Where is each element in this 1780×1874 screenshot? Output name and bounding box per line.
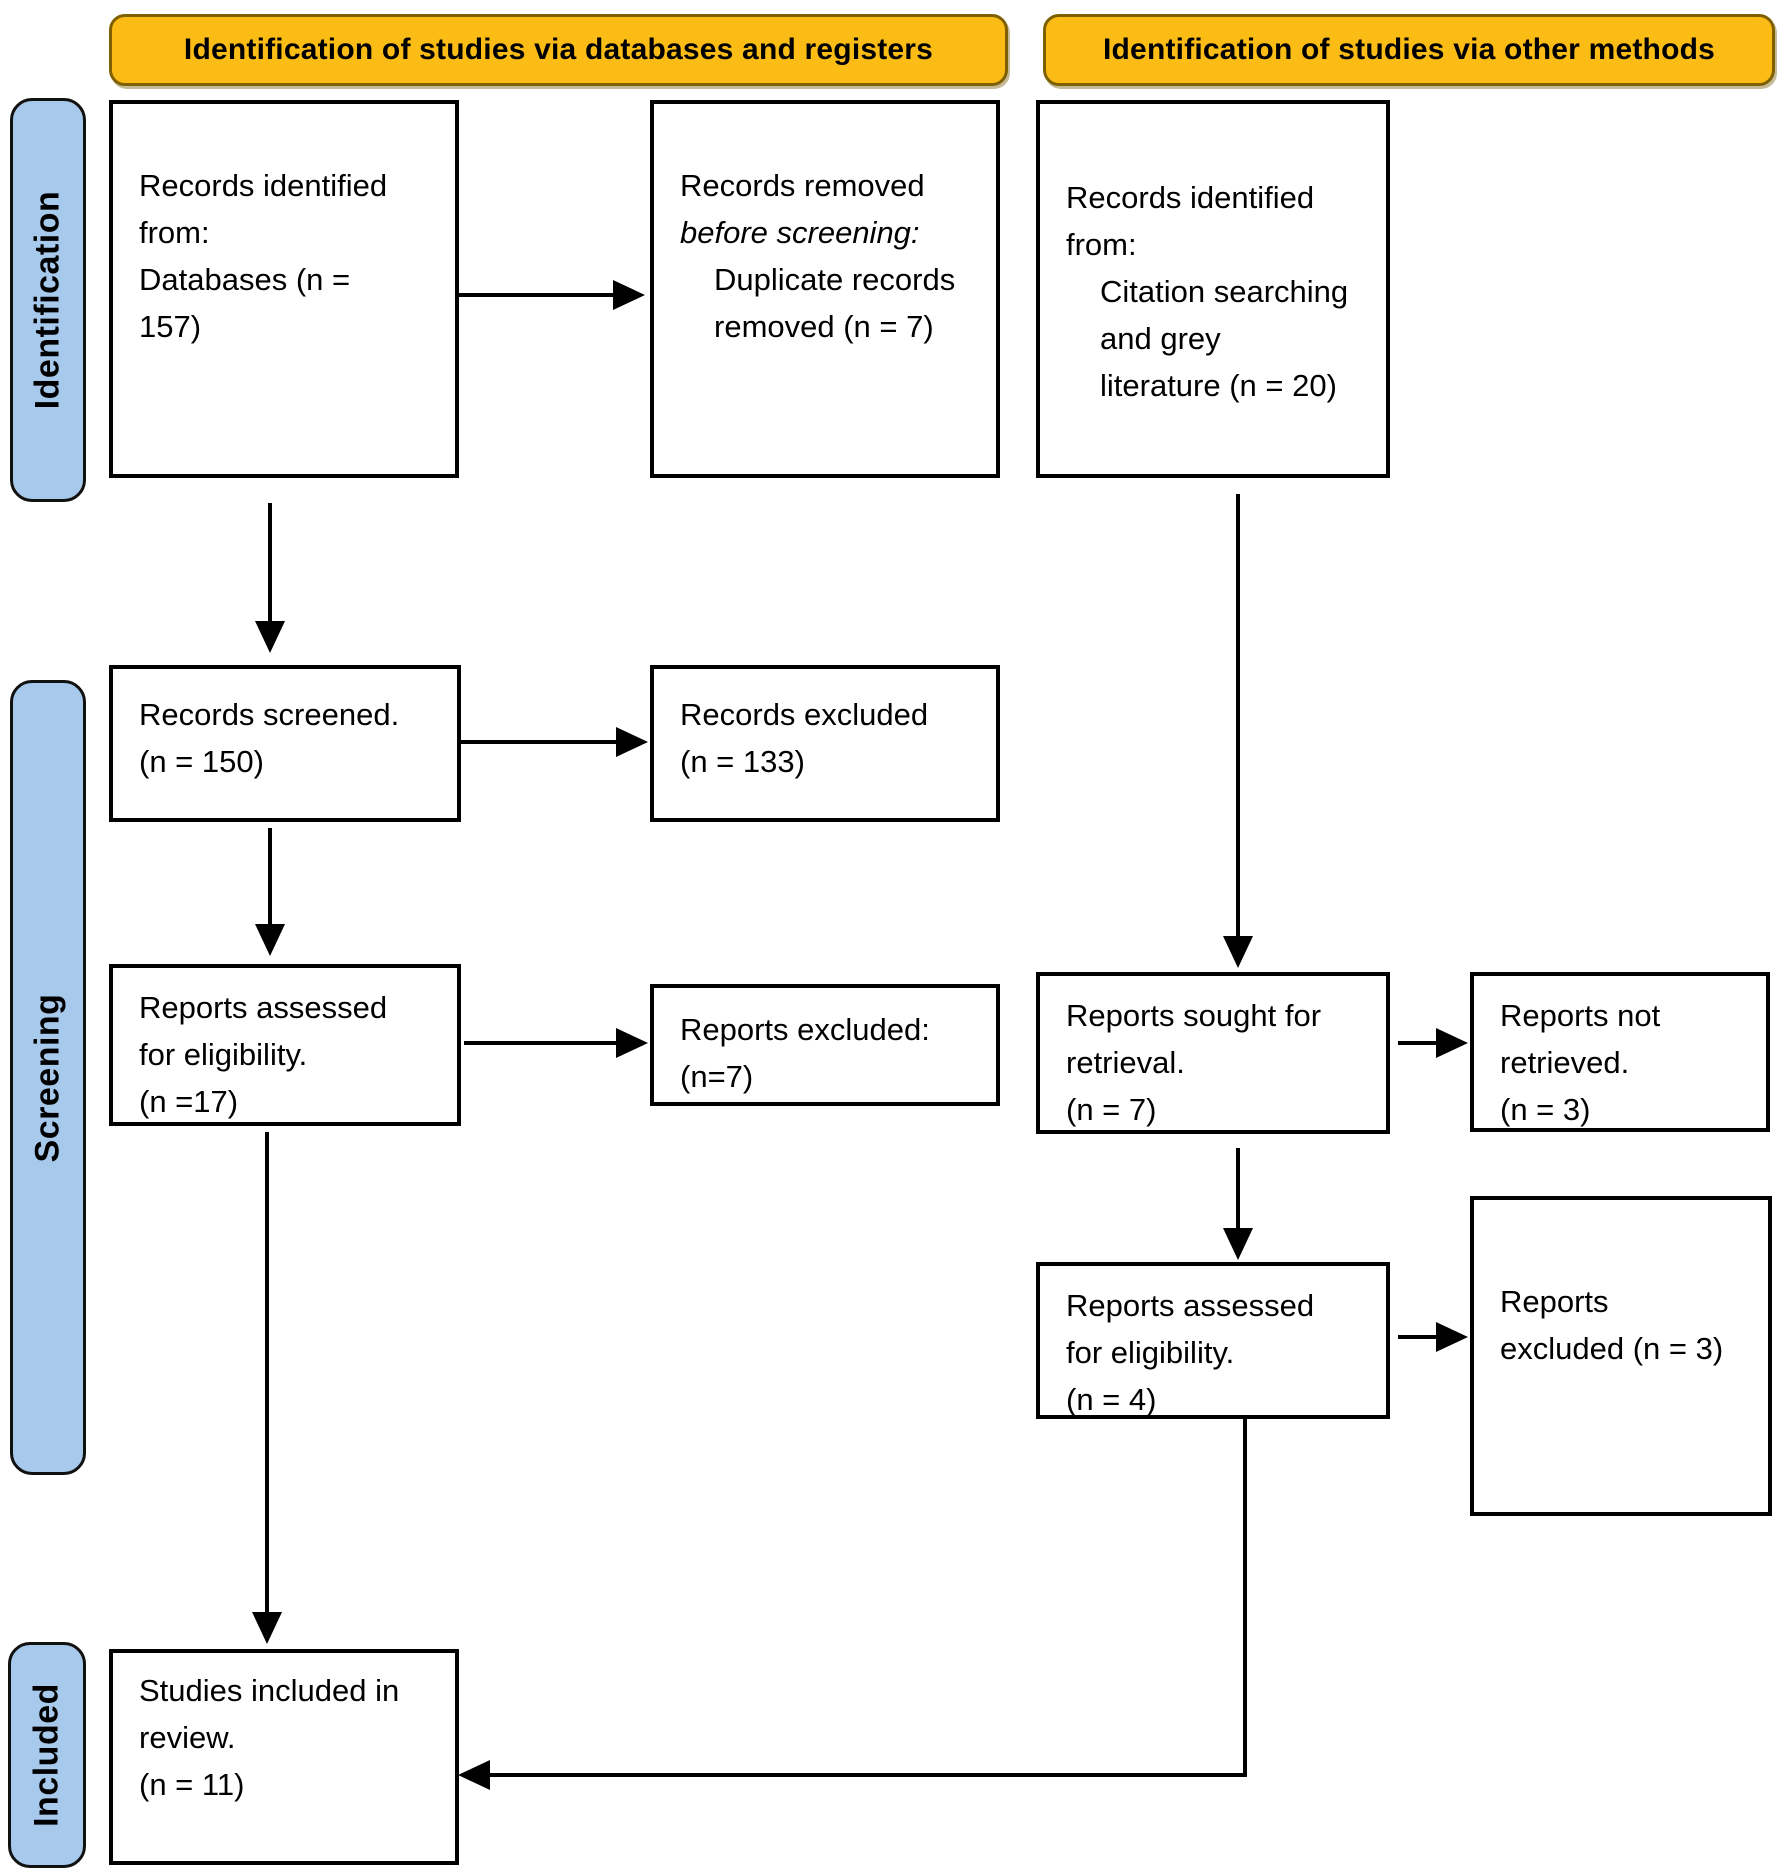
arrow-head-down-icon <box>255 621 285 653</box>
arrow-line <box>265 1132 269 1614</box>
box-records-excluded: Records excluded (n = 133) <box>650 665 1000 822</box>
arrow-line <box>459 293 615 297</box>
arrow-head-right-icon <box>616 727 648 757</box>
arrow-line <box>1236 494 1240 938</box>
box-line: Duplicate records <box>714 262 956 297</box>
box-line: (n =17) <box>139 1084 239 1119</box>
arrow-line <box>1398 1335 1438 1339</box>
arrow-head-right-icon <box>616 1028 648 1058</box>
arrow-line <box>461 740 618 744</box>
box-line: (n = 133) <box>680 744 805 779</box>
box-line: review. <box>139 1720 236 1755</box>
arrow-head-down-icon <box>255 924 285 956</box>
arrow-line <box>1243 1419 1247 1777</box>
box-line: Reports sought for <box>1066 998 1322 1033</box>
box-reports-not-retrieved: Reports not retrieved. (n = 3) <box>1470 972 1770 1132</box>
box-line: (n = 11) <box>139 1767 245 1802</box>
header-databases-registers-label: Identification of studies via databases … <box>183 33 934 66</box>
box-line: (n = 7) <box>1066 1092 1157 1127</box>
box-line: from: <box>139 215 210 250</box>
arrow-head-right-icon <box>1436 1028 1468 1058</box>
box-line: Reports assessed <box>1066 1288 1315 1323</box>
phase-label-identification-text: Identification <box>28 190 67 410</box>
arrow-head-down-icon <box>1223 936 1253 968</box>
arrow-head-left-icon <box>458 1760 490 1790</box>
box-line: Reports not <box>1500 998 1661 1033</box>
header-other-methods-label: Identification of studies via other meth… <box>1103 33 1715 66</box>
box-line: removed (n = 7) <box>714 309 934 344</box>
box-line: (n = 150) <box>139 744 264 779</box>
box-reports-sought-retrieval: Reports sought for retrieval. (n = 7) <box>1036 972 1390 1134</box>
arrow-line <box>268 503 272 623</box>
arrow-head-down-icon <box>1223 1228 1253 1260</box>
box-line: Records identified <box>139 168 388 203</box>
box-line: literature (n = 20) <box>1100 368 1337 403</box>
phase-label-included-text: Included <box>27 1683 66 1827</box>
box-line: retrieval. <box>1066 1045 1185 1080</box>
box-line: Reports assessed <box>139 990 388 1025</box>
box-studies-included: Studies included in review. (n = 11) <box>109 1649 459 1865</box>
box-reports-assessed-other: Reports assessed for eligibility. (n = 4… <box>1036 1262 1390 1419</box>
box-line: (n = 4) <box>1066 1382 1157 1417</box>
box-line: (n=7) <box>680 1059 754 1094</box>
arrow-head-down-icon <box>252 1612 282 1644</box>
phase-label-included: Included <box>8 1642 86 1868</box>
box-line: excluded (n = 3) <box>1500 1331 1724 1366</box>
box-line: Records screened. <box>139 697 400 732</box>
arrow-line <box>1398 1041 1438 1045</box>
box-line: from: <box>1066 227 1137 262</box>
box-records-screened: Records screened. (n = 150) <box>109 665 461 822</box>
box-line: and grey <box>1100 321 1221 356</box>
phase-label-screening: Screening <box>10 680 86 1475</box>
phase-label-identification: Identification <box>10 98 86 502</box>
box-line: Citation searching <box>1100 274 1349 309</box>
box-reports-excluded-other: Reports excluded (n = 3) <box>1470 1196 1772 1516</box>
box-records-identified-databases: Records identified from: Databases (n = … <box>109 100 459 478</box>
phase-label-screening-text: Screening <box>28 993 67 1162</box>
box-line: Reports excluded: <box>680 1012 930 1047</box>
box-line: for eligibility. <box>139 1037 308 1072</box>
arrow-head-right-icon <box>1436 1322 1468 1352</box>
arrow-line <box>268 828 272 926</box>
box-line: for eligibility. <box>1066 1335 1235 1370</box>
box-line: Records excluded <box>680 697 929 732</box>
header-databases-registers: Identification of studies via databases … <box>109 14 1008 86</box>
arrow-head-right-icon <box>613 280 645 310</box>
box-reports-excluded-databases: Reports excluded: (n=7) <box>650 984 1000 1106</box>
arrow-line <box>488 1773 1247 1777</box>
box-line: Studies included in <box>139 1673 400 1708</box>
box-line: Records identified <box>1066 180 1315 215</box>
box-line: Databases (n = <box>139 262 351 297</box>
box-line: (n = 3) <box>1500 1092 1591 1127</box>
box-line: Records removed <box>680 168 925 203</box>
box-line: 157) <box>139 309 202 344</box>
box-reports-assessed-databases: Reports assessed for eligibility. (n =17… <box>109 964 461 1126</box>
box-records-identified-other: Records identified from: Citation search… <box>1036 100 1390 478</box>
box-line: retrieved. <box>1500 1045 1630 1080</box>
arrow-line <box>464 1041 618 1045</box>
box-line: Reports <box>1500 1284 1609 1319</box>
header-other-methods: Identification of studies via other meth… <box>1043 14 1775 86</box>
box-line: before screening: <box>680 215 920 250</box>
arrow-line <box>1236 1148 1240 1230</box>
box-records-removed-before-screening: Records removed before screening: Duplic… <box>650 100 1000 478</box>
